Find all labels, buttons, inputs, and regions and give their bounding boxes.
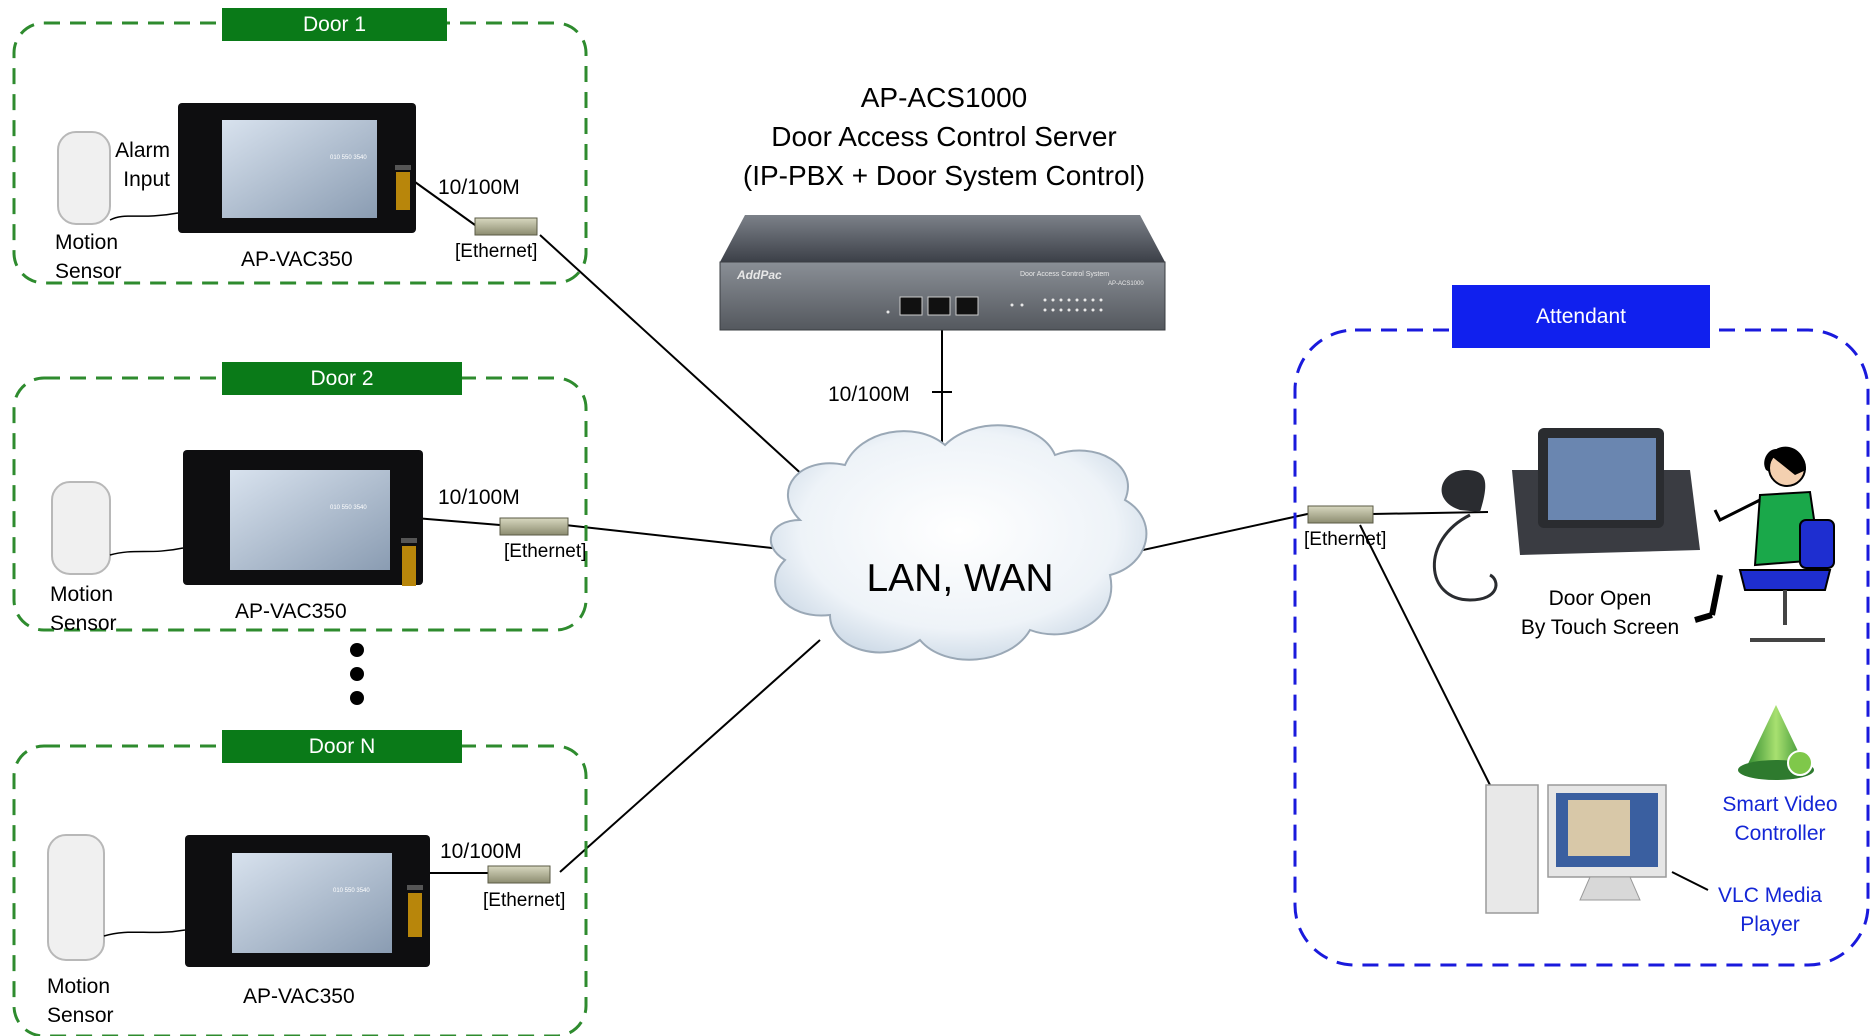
link-door1-device (414, 181, 476, 226)
doorN-switch (487, 865, 551, 884)
doorN-link-speed: 10/100M (440, 840, 522, 863)
door-groups (12, 21, 588, 1036)
door2-screen-number: 010 550 3540 (330, 505, 367, 511)
link-doorN-lan (559, 639, 821, 873)
door2-motion-sensor (51, 481, 111, 575)
server-subtitle: (IP-PBX + Door System Control) (742, 160, 1146, 191)
phone-line1: Door Open (1548, 587, 1652, 610)
more-doors-dots (350, 643, 364, 705)
smart-video-controller-label: Smart Video Controller (1700, 790, 1860, 848)
sensor-cables (103, 212, 186, 937)
doorN-group-box (12, 744, 588, 1036)
door2-switch (499, 517, 569, 536)
door2-device-label: AP-VAC350 (235, 600, 347, 623)
door2-link-speed: 10/100M (438, 486, 520, 509)
smart-video-line1: Smart Video (1722, 793, 1838, 816)
door1-motion-sensor (57, 131, 111, 225)
vlc-cone-icon (1738, 705, 1814, 780)
server-link-speed: 10/100M (828, 383, 910, 406)
door1-sensor-line1: Motion (55, 231, 119, 254)
access-control-server (719, 215, 1166, 331)
doorN-switch-label: [Ethernet] (483, 890, 566, 911)
attendant-switch (1307, 505, 1374, 524)
door1-sensor-label: Motion Sensor (55, 228, 122, 286)
doorN-title: Door N (222, 730, 462, 763)
link-switch-phone (1371, 511, 1489, 515)
link-door1-lan (539, 234, 831, 501)
doorN-sensor-line2: Sensor (47, 1004, 114, 1027)
door1-group-box (12, 21, 588, 285)
lan-wan-label: LAN, WAN (866, 557, 1054, 600)
server-title-block: AP-ACS1000 Door Access Control Server (I… (700, 78, 1188, 195)
link-door2-device (414, 517, 501, 526)
door2-sensor-line1: Motion (50, 583, 114, 606)
lan-wan-cloud (769, 424, 1148, 661)
motion-sensors (47, 131, 111, 961)
smart-video-line2: Controller (1734, 822, 1826, 845)
phone-line2: By Touch Screen (1520, 616, 1680, 639)
operator-figure (1694, 446, 1835, 642)
server-model: AP-ACS1000 (860, 82, 1028, 113)
door1-device (178, 103, 416, 233)
link-door2-lan (564, 524, 791, 551)
door1-link-speed: 10/100M (438, 176, 520, 199)
link-lan-attendant (1119, 512, 1313, 556)
attendant-group-box (1293, 328, 1870, 967)
door1-alarm-line1: Alarm (115, 139, 170, 162)
door2-device (183, 450, 423, 586)
doorN-motion-sensor (47, 834, 105, 961)
vlc-line1: VLC Media (1718, 884, 1822, 907)
door1-switch-label: [Ethernet] (455, 241, 538, 262)
attendant-title: Attendant (1452, 285, 1710, 348)
doorN-sensor-line1: Motion (47, 975, 111, 998)
server-brand: AddPac (737, 268, 782, 282)
doorN-sensor-label: Motion Sensor (47, 972, 114, 1030)
doorN-device (185, 835, 430, 967)
door1-sensor-line2: Sensor (55, 260, 122, 283)
door2-sensor-line2: Sensor (50, 612, 117, 635)
vlc-line2: Player (1740, 913, 1800, 936)
attendant-switch-label: [Ethernet] (1304, 529, 1387, 550)
door1-screen-number: 010 550 3540 (330, 155, 367, 161)
server-panel-model: AP-ACS1000 (1108, 281, 1144, 287)
door1-device-label: AP-VAC350 (241, 248, 353, 271)
ethernet-switches (474, 217, 1374, 884)
door2-switch-label: [Ethernet] (504, 541, 587, 562)
attendant-pc (1485, 784, 1667, 914)
door2-group-box (12, 376, 588, 632)
connection-lines (414, 181, 1709, 891)
server-panel-text: Door Access Control System (1020, 271, 1110, 278)
doorN-device-label: AP-VAC350 (243, 985, 355, 1008)
vlc-player-label: VLC Media Player (1700, 881, 1840, 939)
door1-switch (474, 217, 538, 236)
phone-label: Door Open By Touch Screen (1490, 584, 1710, 642)
door2-title: Door 2 (222, 362, 462, 395)
link-switch-pc (1359, 524, 1491, 786)
video-phone (1432, 428, 1700, 602)
door2-sensor-label: Motion Sensor (50, 580, 117, 638)
server-title: Door Access Control Server (771, 121, 1117, 152)
door1-title: Door 1 (222, 8, 447, 41)
door1-alarm-line2: Input (123, 168, 170, 191)
link-pc-vlc (1671, 871, 1709, 891)
doorN-screen-number: 010 550 3540 (333, 888, 370, 894)
door1-alarm-label: Alarm Input (106, 136, 170, 194)
